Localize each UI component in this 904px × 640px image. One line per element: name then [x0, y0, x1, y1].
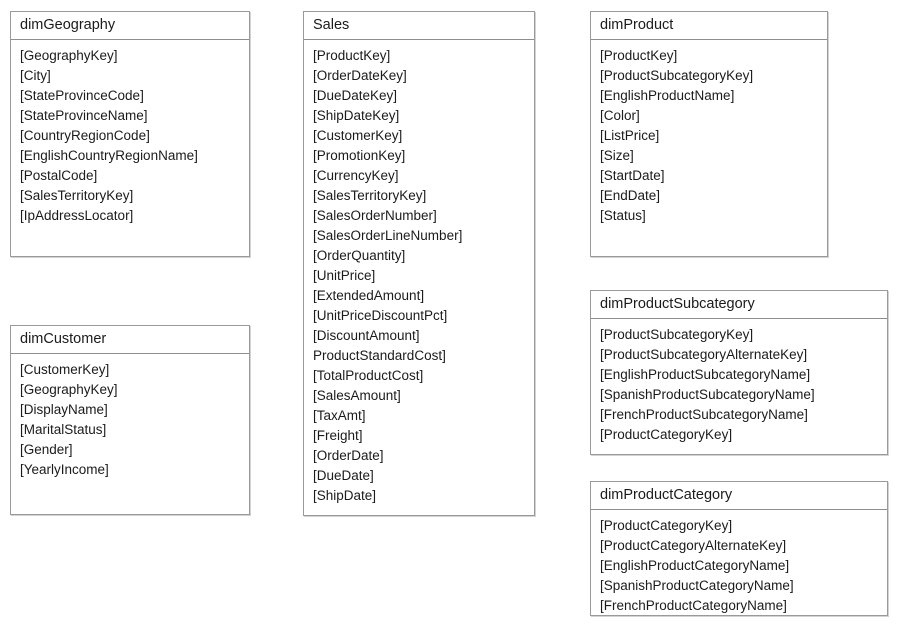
- entity-field: [GeographyKey]: [20, 382, 118, 397]
- entity-field: [SpanishProductCategoryName]: [600, 578, 794, 593]
- entity-field: [UnitPriceDiscountPct]: [313, 308, 448, 323]
- entity-field: [City]: [20, 68, 51, 83]
- entity-field: [ExtendedAmount]: [313, 288, 425, 303]
- entity-field: [SpanishProductSubcategoryName]: [600, 387, 815, 402]
- entity-field: [TaxAmt]: [313, 408, 366, 423]
- entity-Sales[interactable]: Sales [ProductKey] [OrderDateKey] [DueDateK…: [303, 11, 535, 516]
- entity-field: [ProductSubcategoryKey]: [600, 68, 754, 83]
- entity-field: [SalesTerritoryKey]: [313, 188, 427, 203]
- entity-dimCustomer[interactable]: dimCustomer [CustomerKey] [GeographyKey] [D…: [10, 325, 250, 515]
- entity-title-dimCustomer: dimCustomer: [11, 326, 249, 354]
- entity-field: [PromotionKey]: [313, 148, 406, 163]
- entity-field: [CountryRegionCode]: [20, 128, 150, 143]
- entity-field: [GeographyKey]: [20, 48, 118, 63]
- entity-field: [EnglishCountryRegionName]: [20, 148, 198, 163]
- entity-field: [SalesOrderLineNumber]: [313, 228, 463, 243]
- entity-field: [ListPrice]: [600, 128, 660, 143]
- entity-field: [StartDate]: [600, 168, 665, 183]
- entity-dimProduct[interactable]: dimProduct [ProductKey] [ProductSubcategor…: [590, 11, 828, 257]
- entity-field: [StateProvinceName]: [20, 108, 148, 123]
- entity-field: [EnglishProductCategoryName]: [600, 558, 790, 573]
- entity-field-list-dimCustomer: [CustomerKey] [GeographyKey] [DisplayName]…: [11, 354, 249, 480]
- entity-dimGeography[interactable]: dimGeography [GeographyKey] [City] [StatePr…: [10, 11, 250, 257]
- entity-title-dimProductCategory: dimProductCategory: [591, 482, 887, 510]
- entity-field: [DiscountAmount]: [313, 328, 420, 343]
- entity-field-list-dimProductSubcategory: [ProductSubcategoryKey] [ProductSubcatego…: [591, 319, 887, 445]
- entity-field: [MaritalStatus]: [20, 422, 107, 437]
- entity-field: [IpAddressLocator]: [20, 208, 134, 223]
- entity-field: [ShipDate]: [313, 488, 377, 503]
- entity-field: [EnglishProductSubcategoryName]: [600, 367, 811, 382]
- entity-dimProductSubcategory[interactable]: dimProductSubcategory[ProductSubcategory…: [590, 290, 888, 455]
- entity-field: [Color]: [600, 108, 640, 123]
- entity-field-list-dimGeography: [GeographyKey] [City] [StateProvinceCode] […: [11, 40, 249, 226]
- entity-field: [SalesTerritoryKey]: [20, 188, 134, 203]
- entity-field: [ProductCategoryAlternateKey]: [600, 538, 787, 553]
- entity-field: [ProductSubcategoryKey]: [600, 327, 754, 342]
- entity-field: [Size]: [600, 148, 634, 163]
- entity-field-list-dimProductCategory: [ProductCategoryKey] [ProductCategoryAlte…: [591, 510, 887, 616]
- entity-field: [ProductKey]: [600, 48, 678, 63]
- entity-field: [CustomerKey]: [20, 362, 110, 377]
- entity-field: [EndDate]: [600, 188, 661, 203]
- entity-field: [CurrencyKey]: [313, 168, 399, 183]
- entity-field: [DueDate]: [313, 468, 374, 483]
- entity-field: [StateProvinceCode]: [20, 88, 144, 103]
- entity-field: [OrderQuantity]: [313, 248, 406, 263]
- entity-title-Sales: Sales: [304, 12, 534, 40]
- entity-title-dimProductSubcategory: dimProductSubcategory: [591, 291, 887, 319]
- entity-field: ProductStandardCost]: [313, 348, 446, 363]
- entity-field: [ProductCategoryKey]: [600, 518, 733, 533]
- entity-field: [UnitPrice]: [313, 268, 376, 283]
- entity-title-dimProduct: dimProduct: [591, 12, 827, 40]
- entity-field: [FrenchProductCategoryName]: [600, 598, 787, 613]
- entity-field: [PostalCode]: [20, 168, 98, 183]
- entity-field-list-Sales: [ProductKey] [OrderDateKey] [DueDateKey] [S…: [304, 40, 534, 506]
- entity-field: [OrderDate]: [313, 448, 384, 463]
- entity-field: [ShipDateKey]: [313, 108, 400, 123]
- entity-field: [Gender]: [20, 442, 73, 457]
- entity-field: [ProductCategoryKey]: [600, 427, 733, 442]
- entity-field: [SalesAmount]: [313, 388, 401, 403]
- entity-field: [TotalProductCost]: [313, 368, 424, 383]
- entity-field-list-dimProduct: [ProductKey] [ProductSubcategoryKey] [Engl…: [591, 40, 827, 226]
- entity-field: [ProductSubcategoryAlternateKey]: [600, 347, 808, 362]
- entity-field: [SalesOrderNumber]: [313, 208, 437, 223]
- entity-field: [DueDateKey]: [313, 88, 398, 103]
- entity-field: [ProductKey]: [313, 48, 391, 63]
- entity-field: [DisplayName]: [20, 402, 108, 417]
- entity-title-dimGeography: dimGeography: [11, 12, 249, 40]
- entity-field: [OrderDateKey]: [313, 68, 407, 83]
- entity-field: [CustomerKey]: [313, 128, 403, 143]
- entity-field: [Freight]: [313, 428, 363, 443]
- entity-field: [Status]: [600, 208, 646, 223]
- entity-field: [FrenchProductSubcategoryName]: [600, 407, 808, 422]
- entity-dimProductCategory[interactable]: dimProductCategory[ProductCategoryKey][P…: [590, 481, 888, 616]
- entity-field: [EnglishProductName]: [600, 88, 735, 103]
- entity-field: [YearlyIncome]: [20, 462, 109, 477]
